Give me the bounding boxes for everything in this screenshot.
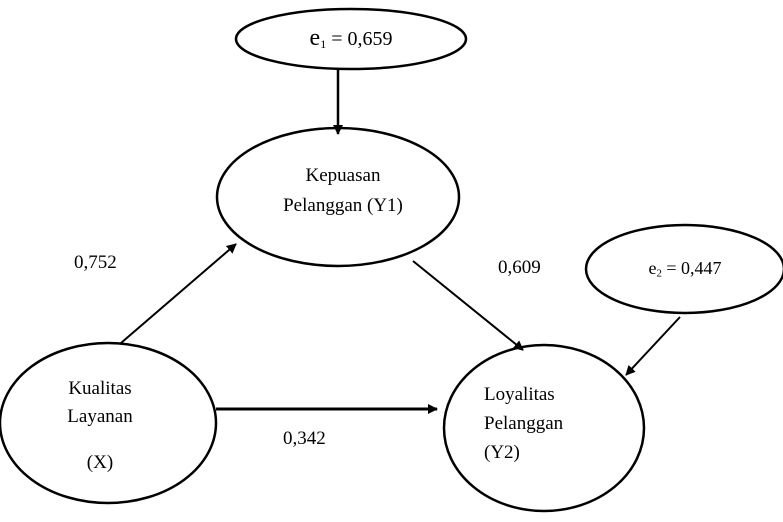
coef-x-to-y2: 0,342 xyxy=(283,428,326,449)
node-y2-ellipse xyxy=(442,343,646,513)
e2-value: = 0,447 xyxy=(666,258,722,278)
e2-symbol: e xyxy=(648,258,657,278)
node-x-line1: Kualitas xyxy=(68,378,132,399)
coef-y1-to-y2: 0,609 xyxy=(498,257,541,278)
node-y2-line3: (Y2) xyxy=(484,442,520,463)
arrow-x-to-y1 xyxy=(120,243,237,344)
node-x-line2: Layanan xyxy=(67,406,133,427)
node-x-line3: (X) xyxy=(86,452,114,473)
e2-ellipse xyxy=(584,223,783,315)
arrow-y1-to-y2 xyxy=(412,260,524,351)
arrow-e2-to-y2 xyxy=(625,316,681,376)
node-y1-line2: Pelanggan (Y1) xyxy=(283,195,403,216)
e1-value: = 0,659 xyxy=(331,28,393,50)
e2-label: e2 = 0,447 xyxy=(605,259,765,279)
node-y1-line1: Kepuasan xyxy=(305,165,381,186)
e1-label: e1 = 0,659 xyxy=(271,26,431,50)
e1-symbol: e xyxy=(309,25,321,51)
node-y2-line1: Loyalitas xyxy=(484,384,555,405)
node-y2-line2: Pelanggan xyxy=(484,413,564,434)
e2-subscript: 2 xyxy=(656,267,662,280)
e1-ellipse xyxy=(234,7,468,71)
coef-x-to-y1: 0,752 xyxy=(74,252,117,273)
e1-subscript: 1 xyxy=(320,37,327,51)
node-x-ellipse xyxy=(0,341,218,505)
